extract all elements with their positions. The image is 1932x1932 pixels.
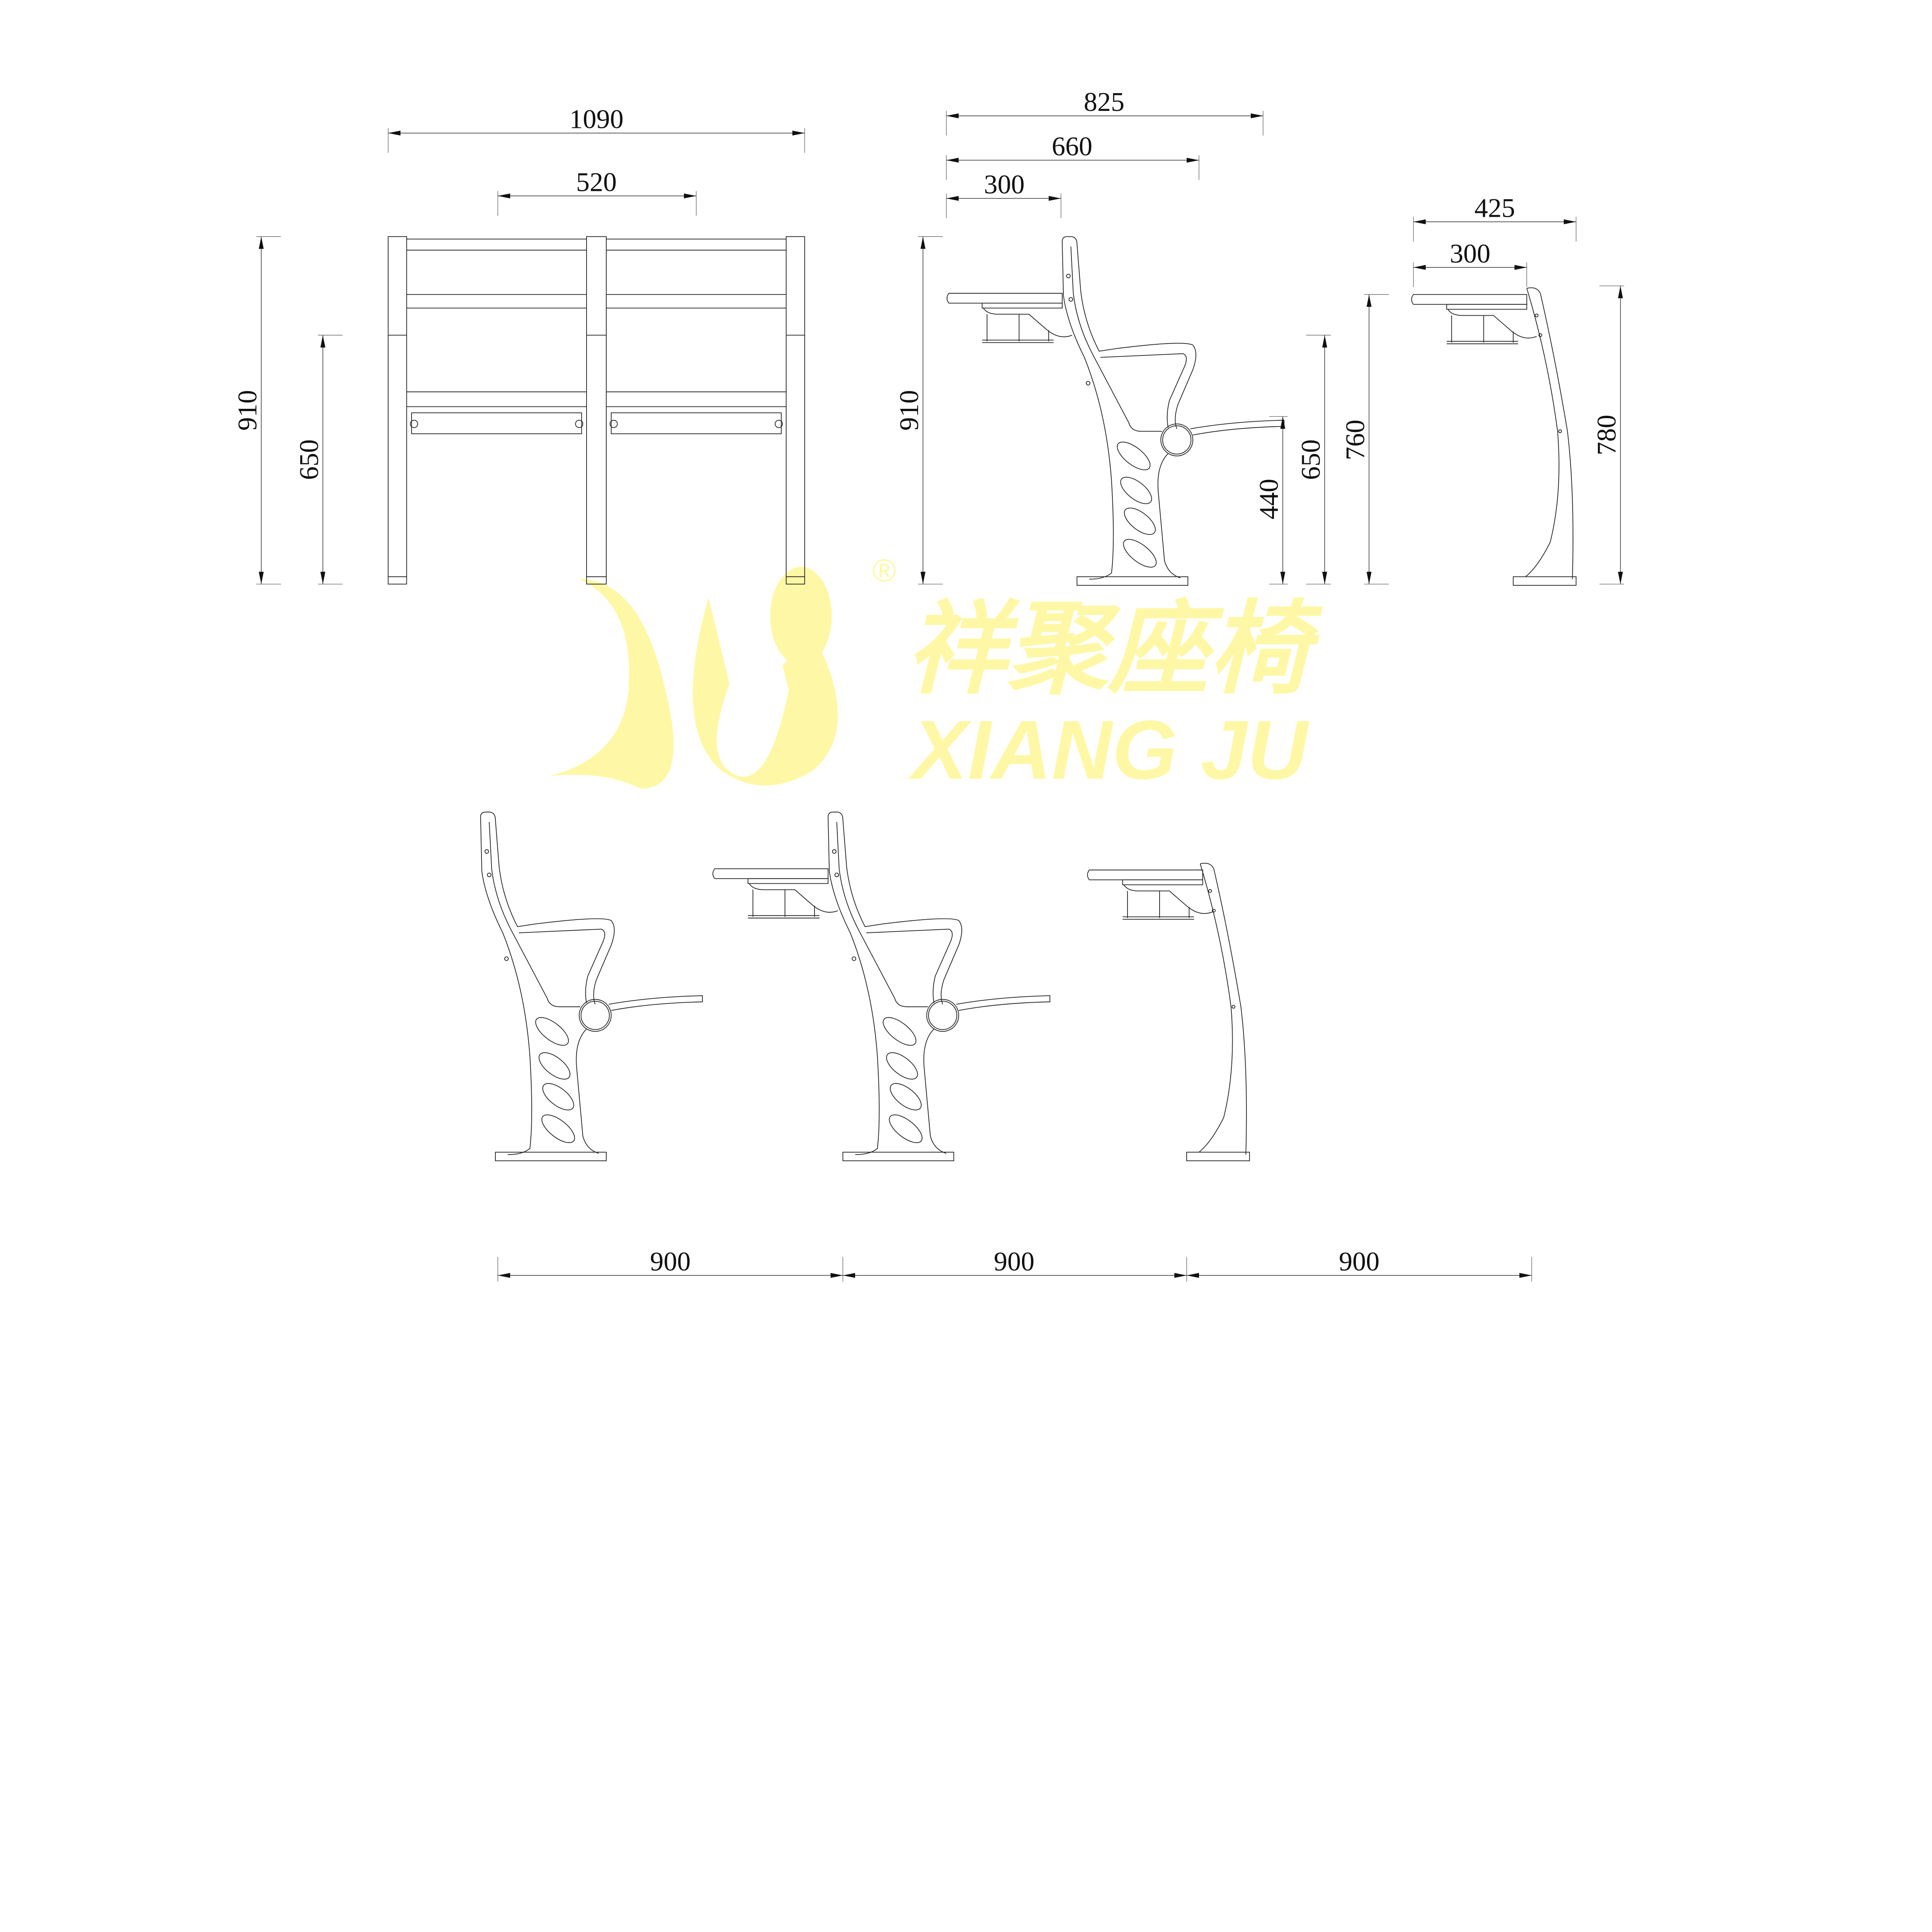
dim-text: 660 — [1052, 131, 1092, 162]
front-view — [388, 236, 805, 585]
dim-front-desk-height: 650 — [294, 335, 343, 585]
dim-side-seat-height: 440 — [1254, 416, 1288, 585]
logo-mark-x — [548, 579, 674, 789]
dim-end-height: 780 — [1592, 286, 1624, 585]
dim-text: 650 — [1296, 439, 1326, 480]
dim-text: 910 — [894, 390, 924, 430]
dim-row-spacing: 900 900 900 — [497, 1247, 1532, 1282]
row-spacing-2: 900 — [994, 1247, 1034, 1277]
dim-text: 300 — [984, 170, 1025, 200]
row-spacing-1: 900 — [650, 1247, 690, 1277]
brand-logo: ® 祥聚座椅 XIANG JU — [548, 553, 1324, 797]
logo-mark-arc — [692, 597, 838, 786]
dim-end-desk-height: 760 — [1340, 294, 1389, 585]
dim-side-desk-width: 300 — [946, 170, 1061, 218]
dim-end-desk-width: 300 — [1413, 238, 1527, 287]
technical-drawing: ® 祥聚座椅 XIANG JU 1090 520 825 — [232, 87, 1624, 1282]
dim-text: 910 — [232, 390, 262, 430]
dim-side-height: 910 — [894, 236, 943, 585]
logo-mark-dot — [770, 566, 832, 666]
row-spacing-3: 900 — [1339, 1247, 1379, 1277]
dim-side-desk-depth: 660 — [946, 131, 1199, 180]
dim-text: 300 — [1450, 238, 1490, 269]
logo-name-en: XIANG JU — [908, 703, 1310, 797]
logo-registered-mark: ® — [872, 553, 896, 588]
dim-front-pitch: 520 — [497, 167, 697, 216]
dim-text: 825 — [1084, 87, 1124, 117]
dim-front-width: 1090 — [388, 104, 805, 153]
dim-end-depth: 425 — [1413, 193, 1577, 242]
dim-text: 520 — [576, 167, 617, 197]
dim-side-desk-height: 650 — [1296, 335, 1331, 585]
row-end-leg — [1087, 863, 1250, 1162]
dim-text: 780 — [1592, 415, 1622, 455]
row-chair-1 — [480, 811, 703, 1162]
dim-side-depth: 825 — [946, 87, 1264, 136]
dimensions: 1090 520 825 660 300 425 300 910 — [232, 87, 1624, 1282]
dim-text: 760 — [1340, 420, 1370, 460]
dim-text: 440 — [1254, 479, 1284, 519]
dim-text: 1090 — [569, 104, 623, 134]
row-chair-2 — [712, 811, 1051, 1162]
dim-text: 425 — [1475, 193, 1515, 223]
dim-text: 650 — [294, 439, 324, 480]
side-view-chair-with-desk — [946, 236, 1285, 586]
dim-front-height: 910 — [232, 236, 281, 585]
end-view-desk-leg — [1411, 287, 1577, 586]
logo-name-cn: 祥聚座椅 — [906, 590, 1324, 708]
